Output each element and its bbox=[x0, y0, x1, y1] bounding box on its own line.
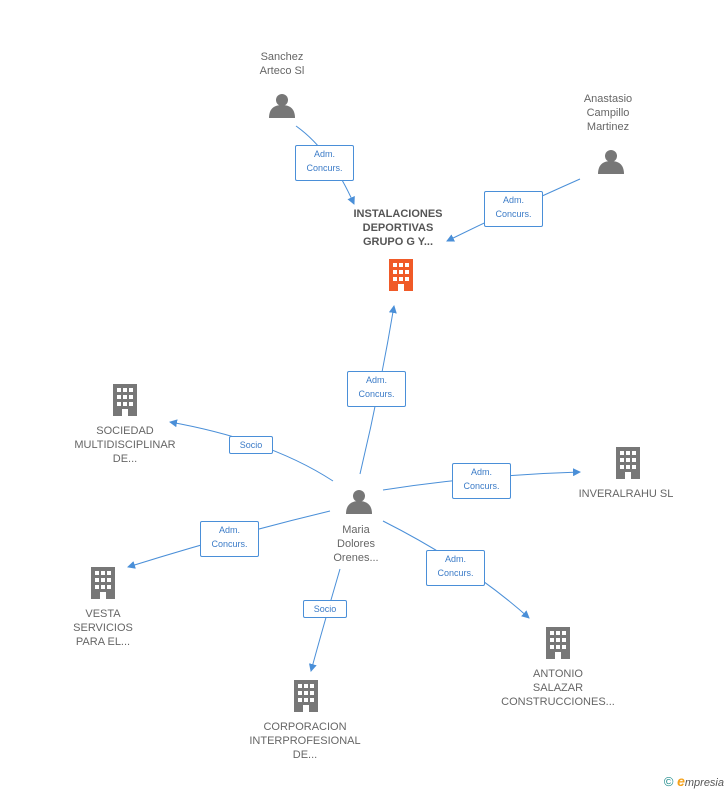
node-label-sanchez[interactable]: Sanchez Arteco Sl bbox=[259, 51, 305, 77]
brand-logo: empresia bbox=[677, 773, 724, 789]
node-label-sociedad[interactable]: SOCIEDAD MULTIDISCIPLINAR DE... bbox=[74, 425, 176, 465]
building-icon[interactable] bbox=[294, 680, 318, 712]
building-icon[interactable] bbox=[91, 567, 115, 599]
node-label-main-company[interactable]: INSTALACIONES DEPORTIVAS GRUPO G Y... bbox=[353, 208, 443, 248]
building-icon[interactable] bbox=[389, 259, 413, 291]
building-icon[interactable] bbox=[616, 447, 640, 479]
person-icon[interactable] bbox=[269, 94, 295, 118]
node-label-anastasio[interactable]: Anastasio Campillo Martinez bbox=[583, 93, 633, 133]
building-icon[interactable] bbox=[546, 627, 570, 659]
edge-badge-maria-antonio[interactable]: Adm. Concurs. bbox=[426, 550, 485, 586]
node-label-antonio[interactable]: ANTONIO SALAZAR CONSTRUCCIONES... bbox=[501, 668, 615, 708]
copyright-footer: © empresia bbox=[664, 773, 724, 789]
copyright-icon: © bbox=[663, 774, 674, 789]
edge-badge-sanchez-main[interactable]: Adm. Concurs. bbox=[295, 145, 354, 181]
person-icon[interactable] bbox=[598, 150, 624, 174]
node-label-corporacion[interactable]: CORPORACION INTERPROFESIONAL DE... bbox=[249, 721, 361, 761]
building-icon[interactable] bbox=[113, 384, 137, 416]
edge-badge-maria-main[interactable]: Adm. Concurs. bbox=[347, 371, 406, 407]
node-label-inveralrahu[interactable]: INVERALRAHU SL bbox=[578, 488, 674, 500]
person-icon[interactable] bbox=[346, 490, 372, 514]
node-label-vesta[interactable]: VESTA SERVICIOS PARA EL... bbox=[73, 608, 133, 648]
edge-badge-maria-sociedad[interactable]: Socio bbox=[229, 436, 273, 454]
node-label-maria[interactable]: Maria Dolores Orenes... bbox=[333, 524, 379, 564]
edge-badge-maria-corporacion[interactable]: Socio bbox=[303, 600, 347, 618]
edge-badge-maria-inveralrahu[interactable]: Adm. Concurs. bbox=[452, 463, 511, 499]
edge-badge-maria-vesta[interactable]: Adm. Concurs. bbox=[200, 521, 259, 557]
edge-maria-corporacion bbox=[308, 568, 341, 672]
edge-badge-anastasio-main[interactable]: Adm. Concurs. bbox=[484, 191, 543, 227]
